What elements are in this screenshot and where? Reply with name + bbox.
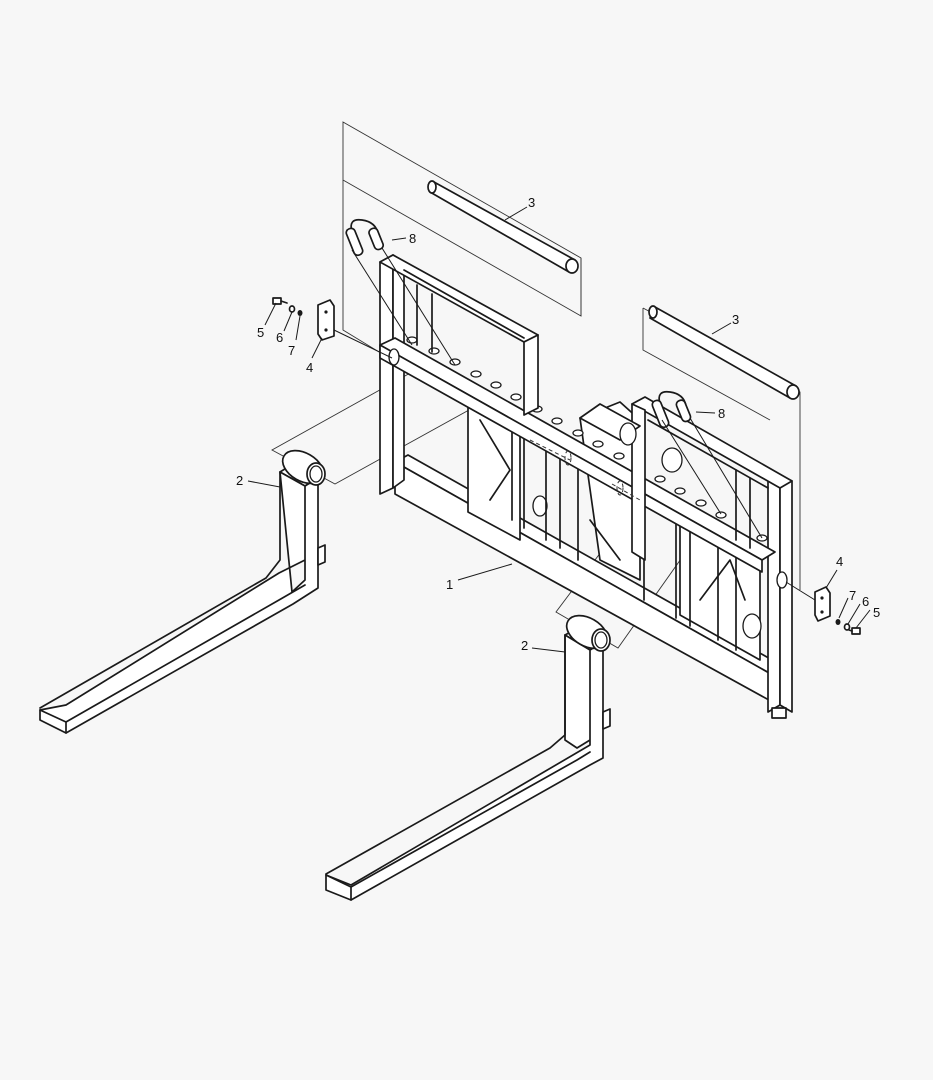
- fork-tine-right: [325, 614, 611, 901]
- callout-5-left: 5: [257, 325, 264, 340]
- pallet-fork-frame: [379, 254, 793, 719]
- callout-leaders: [247, 206, 871, 653]
- callout-4-left: 4: [306, 360, 313, 375]
- callout-8-right: 8: [718, 406, 725, 421]
- callout-8-left: 8: [409, 231, 416, 246]
- callout-6-right: 6: [862, 594, 869, 609]
- callout-labels: 1 2 2 3 3 4 4 5 5 6 6 7 7 8 8: [236, 195, 880, 653]
- bolt-set-right: [835, 619, 861, 635]
- retainer-plate-left: [317, 299, 393, 359]
- retainer-plate-right: [785, 581, 831, 622]
- pin-left: [427, 180, 579, 274]
- callout-6-left: 6: [276, 330, 283, 345]
- pin-right: [648, 305, 800, 400]
- callout-3-left: 3: [528, 195, 535, 210]
- callout-1: 1: [446, 577, 453, 592]
- callout-7-right: 7: [849, 588, 856, 603]
- callout-4-right: 4: [836, 554, 843, 569]
- callout-2-left: 2: [236, 473, 243, 488]
- callout-3-right: 3: [732, 312, 739, 327]
- callout-7-left: 7: [288, 343, 295, 358]
- bolt-set-left: [272, 297, 303, 316]
- crossbar-holes: [406, 336, 768, 542]
- fork-tine-left: [39, 449, 326, 734]
- callout-2-right: 2: [521, 638, 528, 653]
- callout-5-right: 5: [873, 605, 880, 620]
- lynch-pin-right: [651, 390, 763, 539]
- lynch-pin-left: [345, 218, 456, 366]
